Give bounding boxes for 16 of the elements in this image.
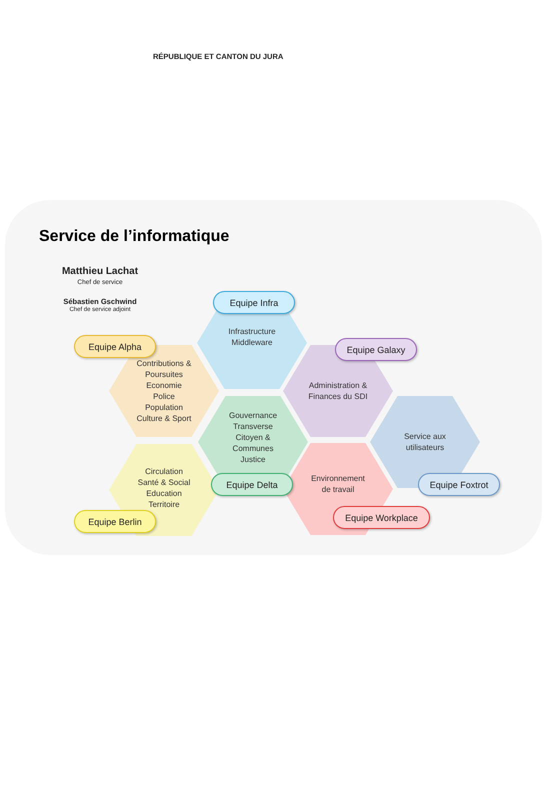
person-name: Matthieu Lachat [60, 266, 140, 277]
area-list: Circulation Santé & Social Education Territoire [135, 466, 193, 510]
area-list: Service aux utilisateurs [395, 431, 455, 453]
team-badge: Equipe Infra [213, 291, 295, 314]
diagram-title: Service de l’informatique [39, 228, 230, 246]
team-badge: Equipe Workplace [333, 506, 430, 529]
team-badge: Equipe Alpha [74, 335, 156, 358]
area-list: Infrastructure Middleware [221, 326, 283, 348]
area-list: Contributions & Poursuites Economie Police Population Culture & Sport [135, 358, 193, 424]
team-badge: Equipe Galaxy [335, 338, 417, 361]
area-list: Administration & Finances du SDI [303, 380, 373, 402]
team-badge: Equipe Foxtrot [418, 473, 500, 496]
team-badge: Equipe Delta [211, 473, 293, 496]
area-list: Environnement de travail [308, 473, 368, 495]
area-list: Gouvernance Transverse Citoyen & Communes Justice [223, 410, 283, 464]
team-badge: Equipe Berlin [74, 510, 156, 533]
